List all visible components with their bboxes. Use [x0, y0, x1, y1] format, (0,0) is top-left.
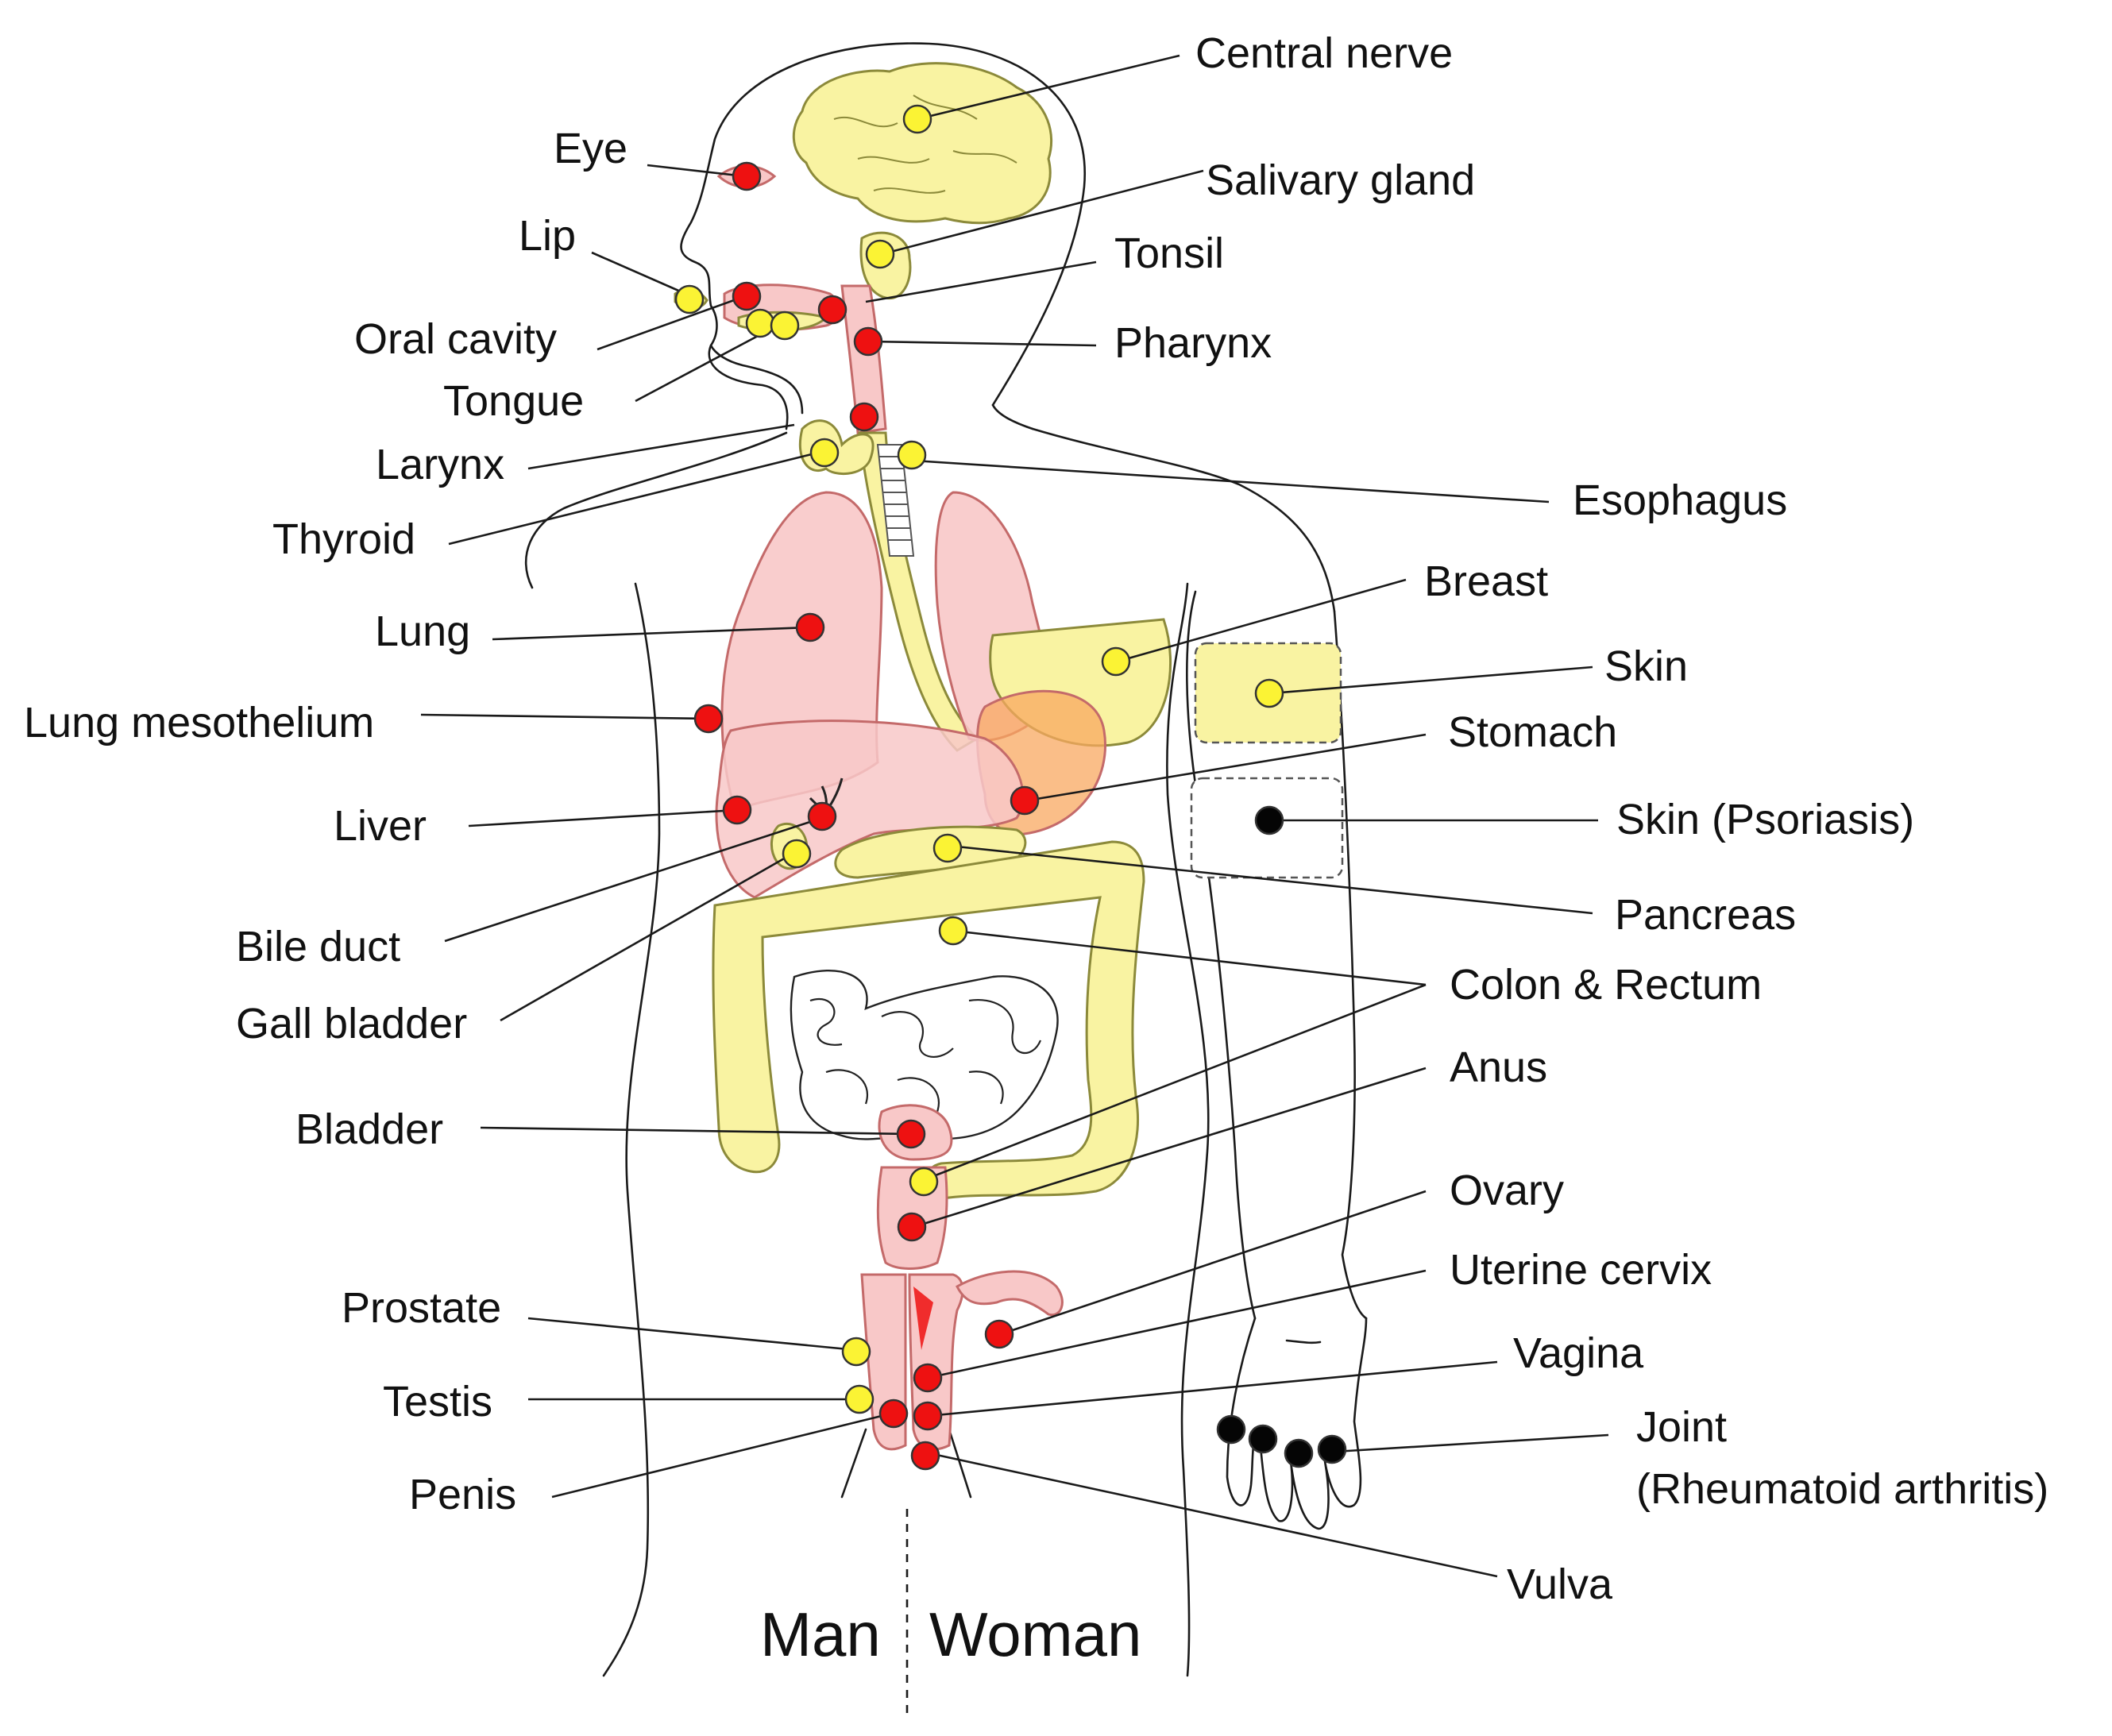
label-colon-rectum: Colon & Rectum [1450, 961, 1762, 1009]
label-ovary: Ovary [1450, 1167, 1564, 1214]
label-man: Man [760, 1599, 881, 1669]
brain-shape [792, 62, 1053, 225]
left-side-outline [602, 582, 661, 1677]
label-eye: Eye [554, 125, 627, 172]
marker-larynx [849, 402, 879, 432]
marker-tonsil [817, 295, 848, 325]
label-skin: Skin [1604, 642, 1688, 690]
uterine-cervix-red [913, 1287, 933, 1350]
marker-colon [938, 916, 968, 946]
label-tonsil: Tonsil [1114, 230, 1224, 277]
marker-lung [795, 612, 825, 642]
right-shoulder-outline [1031, 427, 1336, 613]
marker-gall-bladder [782, 839, 812, 869]
marker-pancreas [932, 833, 963, 863]
labels: Central nerve Eye Salivary gland Lip Ton… [24, 29, 2048, 1669]
label-breast: Breast [1424, 557, 1548, 605]
marker-uterine-cervix [913, 1363, 943, 1393]
organs [674, 62, 1344, 1451]
pharynx-tube [840, 284, 887, 434]
marker-esophagus [897, 440, 927, 470]
marker-joint-1 [1216, 1414, 1246, 1445]
marker-anus [897, 1212, 927, 1242]
marker-testis [844, 1384, 875, 1414]
label-bladder: Bladder [295, 1105, 443, 1153]
colon-shape [712, 840, 1145, 1201]
label-penis: Penis [409, 1471, 516, 1518]
label-central-nerve: Central nerve [1195, 29, 1453, 77]
leader-lines [420, 54, 1609, 1578]
right-side-outline [1166, 582, 1210, 1677]
label-stomach: Stomach [1448, 708, 1617, 756]
marker-vulva [910, 1441, 940, 1471]
body-outline [524, 42, 1368, 1715]
marker-penis [878, 1398, 909, 1429]
marker-prostate [841, 1337, 871, 1367]
label-prostate: Prostate [342, 1284, 501, 1332]
brain-folds [833, 95, 1017, 194]
label-anus: Anus [1450, 1044, 1547, 1091]
label-joint-line1: Joint [1636, 1403, 1727, 1451]
label-uterine-cervix: Uterine cervix [1450, 1246, 1712, 1294]
label-lip: Lip [519, 212, 576, 260]
marker-joint-2 [1248, 1424, 1278, 1454]
marker-thyroid [809, 438, 840, 468]
right-leg-line [948, 1428, 972, 1499]
hand-outline [1226, 1317, 1368, 1530]
marker-skin [1254, 678, 1284, 708]
right-arm-inner-outline [1186, 590, 1257, 1320]
back-neck-outline [991, 403, 1034, 430]
marker-lip [674, 284, 705, 314]
marker-vagina [913, 1401, 943, 1431]
label-gall-bladder: Gall bladder [236, 1000, 467, 1047]
marker-tongue-2 [770, 311, 800, 341]
label-oral-cavity: Oral cavity [354, 315, 557, 363]
marker-lung-mesothelium [693, 704, 724, 734]
label-woman: Woman [929, 1599, 1141, 1669]
right-arm-outer-outline [1333, 610, 1368, 1320]
small-intestine-folds [809, 998, 1042, 1113]
marker-oral-cavity-1 [732, 281, 762, 311]
marker-skin-psoriasis [1254, 805, 1284, 835]
label-skin-psoriasis: Skin (Psoriasis) [1616, 796, 1914, 843]
marker-salivary-gland [865, 239, 895, 269]
label-esophagus: Esophagus [1573, 476, 1787, 524]
label-pharynx: Pharynx [1114, 319, 1272, 367]
label-liver: Liver [334, 802, 427, 850]
marker-eye [732, 161, 762, 191]
label-vulva: Vulva [1507, 1560, 1613, 1608]
marker-stomach [1010, 785, 1040, 816]
marker-joint-4 [1317, 1434, 1347, 1464]
label-testis: Testis [383, 1378, 492, 1425]
markers [674, 104, 1347, 1471]
label-larynx: Larynx [376, 441, 504, 488]
left-torso-outline [524, 431, 788, 589]
marker-rectum [909, 1167, 939, 1197]
label-lung-mesothelium: Lung mesothelium [24, 699, 374, 746]
jaw-outline [709, 344, 804, 415]
ovary-tube [956, 1270, 1064, 1317]
marker-ovary [984, 1319, 1014, 1349]
trachea-rings [879, 456, 912, 541]
marker-pharynx [853, 326, 883, 357]
label-salivary-gland: Salivary gland [1206, 156, 1475, 204]
marker-breast [1101, 646, 1131, 677]
marker-joint-3 [1284, 1438, 1314, 1468]
marker-liver [722, 795, 752, 825]
marker-central-nerve [902, 104, 932, 134]
label-tongue: Tongue [443, 377, 584, 425]
label-thyroid: Thyroid [272, 515, 415, 563]
label-vagina: Vagina [1513, 1329, 1644, 1377]
marker-bladder [896, 1119, 926, 1149]
left-leg-line [840, 1428, 867, 1499]
label-lung: Lung [375, 608, 470, 655]
head-outline [680, 42, 1087, 430]
marker-bile-duct [807, 801, 837, 831]
label-pancreas: Pancreas [1615, 891, 1796, 939]
marker-tongue-1 [745, 308, 775, 338]
label-joint-line2: (Rheumatoid arthritis) [1636, 1465, 2048, 1513]
label-bile-duct: Bile duct [236, 923, 400, 970]
